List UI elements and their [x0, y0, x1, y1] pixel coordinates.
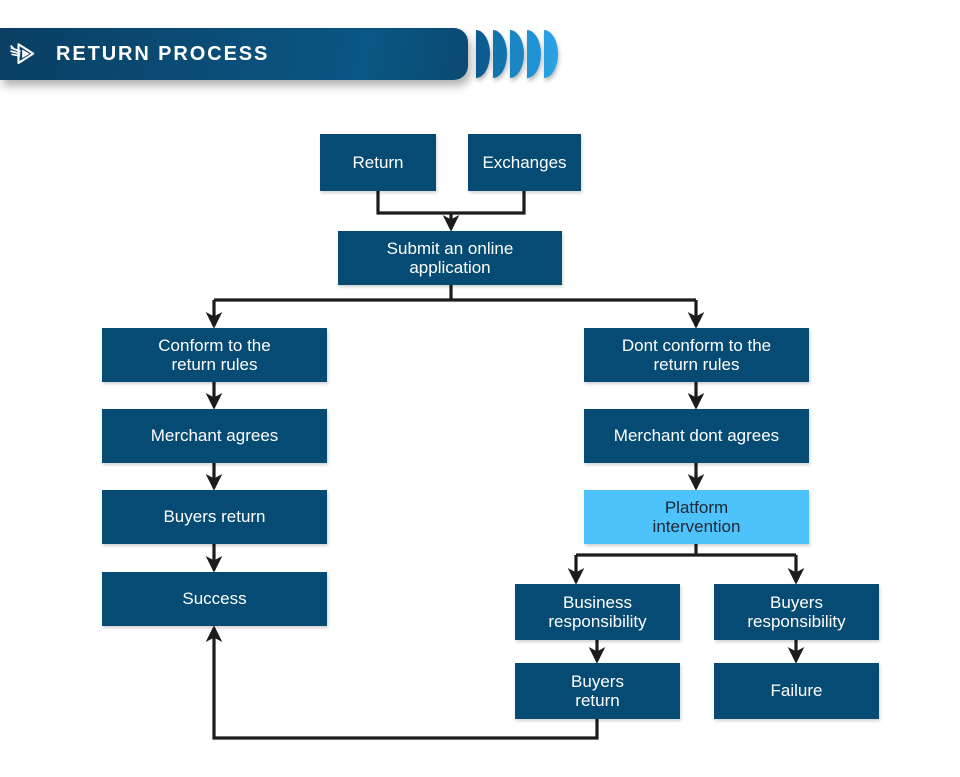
flow-node-label-line: Failure	[770, 681, 823, 701]
header-bar-4	[527, 30, 541, 78]
flow-node-label: Merchant dont agrees	[614, 426, 779, 445]
flow-node-label-line: Exchanges	[482, 152, 567, 172]
flow-node-label-line: Buyers	[770, 592, 823, 612]
flow-node-label-line: responsibility	[548, 612, 647, 631]
flow-node-return: Return	[320, 134, 436, 191]
flow-node-label-line: Merchant agrees	[150, 426, 279, 446]
flow-node-label: Merchant agrees	[151, 426, 279, 445]
flow-node-label: Exchanges	[482, 153, 566, 172]
header-decoration-bars	[476, 30, 558, 78]
header-bar-1	[476, 30, 490, 78]
flow-node-failure: Failure	[714, 663, 879, 719]
flow-node-label: Buyers return	[163, 507, 265, 526]
flow-node-label-line: Buyers	[571, 671, 624, 691]
flow-node-success: Success	[102, 572, 327, 626]
flow-node-label-line: Dont conform to the	[621, 335, 772, 355]
header-bar-3	[510, 30, 524, 78]
flow-node-label-line: Platform	[664, 497, 729, 517]
flow-node-label-line: return rules	[653, 355, 740, 374]
flow-node-label-line: Success	[182, 589, 247, 609]
header-bar-5	[544, 30, 558, 78]
flow-node-label-line: Return	[352, 152, 404, 172]
flow-node-label-line: intervention	[652, 517, 741, 536]
header-banner: RETURN PROCESS	[0, 28, 468, 80]
flow-node-label-line: Business	[563, 592, 632, 612]
header-bar-2	[493, 30, 507, 78]
play-triangle-logo-icon	[0, 28, 46, 80]
flow-node-label-line: Conform to the	[158, 335, 271, 355]
flow-node-label-line: application	[409, 258, 491, 277]
flow-node-merchant-dont-agrees: Merchant dont agrees	[584, 409, 809, 463]
flow-node-label: Success	[182, 589, 246, 608]
flow-node-label-line: return rules	[171, 355, 258, 374]
flow-node-label-line: return	[575, 691, 620, 710]
flow-node-label-line: Buyers return	[163, 507, 266, 527]
page-title: RETURN PROCESS	[56, 42, 270, 65]
flow-node-label-line: Merchant dont agrees	[613, 426, 780, 446]
flow-node-exchanges: Exchanges	[468, 134, 581, 191]
flow-node-merchant-agrees: Merchant agrees	[102, 409, 327, 463]
flow-node-buyers-return-left: Buyers return	[102, 490, 327, 544]
flow-node-label-line: Submit an online	[386, 238, 514, 258]
flow-node-label: Return	[352, 153, 403, 172]
flow-node-label: Failure	[771, 681, 823, 700]
flow-node-label-line: responsibility	[747, 612, 846, 631]
